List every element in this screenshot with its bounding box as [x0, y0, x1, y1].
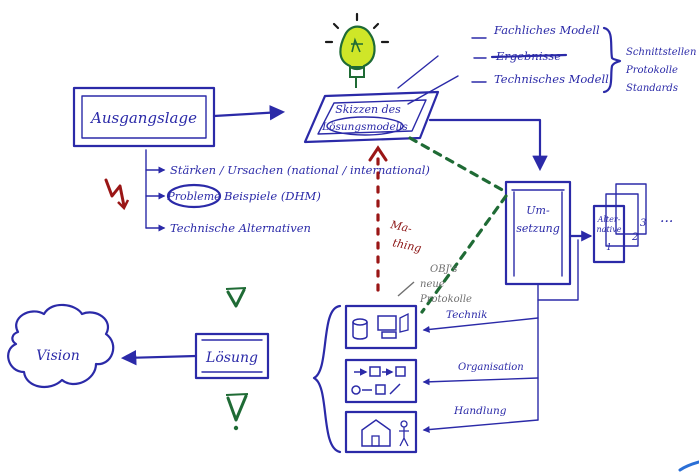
alternativen-stack: Alter- native 1 2 3 ... — [592, 183, 673, 264]
red-note-line2: thing — [391, 236, 422, 255]
bullet-3-label: Technische Alternativen — [170, 221, 311, 235]
technisches-modell-label: Technisches Modell — [494, 72, 609, 86]
gray-note: OBJ's neue Protokolle — [397, 264, 472, 305]
stack-number-3: 3 — [640, 218, 646, 229]
checkmark-icon — [225, 287, 247, 308]
skizzen-label-line2: Lösungsmodells — [321, 121, 408, 133]
gray-note-line1: OBJ's — [430, 264, 457, 275]
organisation-box — [344, 358, 418, 404]
handlung-box — [344, 410, 418, 454]
lightbulb-icon — [324, 12, 390, 88]
skizzen-label-line1: Skizzen des — [335, 103, 401, 116]
red-dashed-arrow: Ma- thing — [368, 145, 423, 292]
schnittstellen-label: Schnittstellen — [626, 47, 696, 58]
computer-and-database-icon — [352, 312, 409, 340]
fachliches-modell-label: Fachliches Modell — [493, 23, 600, 37]
alternativ-label-line1: Alter- — [597, 215, 621, 224]
model-list: Fachliches Modell Ergebnisse Technisches… — [397, 23, 696, 105]
technik-box — [344, 304, 418, 350]
feedback-arrows: Technik Organisation Handlung — [422, 239, 579, 433]
bullet-2b-label: Beispiele (DHM) — [223, 189, 321, 203]
vision-cloud: Vision — [7, 303, 115, 389]
icon-boxes-bracket — [312, 304, 342, 454]
umsetzung-box: Um- setzung — [504, 180, 572, 286]
stack-more: ... — [660, 210, 673, 226]
alternativ-label-line3: 1 — [606, 243, 612, 253]
stack-number-2: 2 — [631, 232, 638, 243]
umsetzung-label-line1: Um- — [526, 204, 550, 217]
ausgangslage-label: Ausgangslage — [89, 109, 197, 127]
bullet-1-label: Stärken / Ursachen (national / internati… — [170, 163, 430, 177]
corner-tick — [678, 460, 699, 472]
house-and-person-icon — [361, 419, 409, 447]
standards-label: Standards — [626, 83, 678, 94]
arrow-skizzen-to-umsetzung — [428, 118, 548, 172]
bullet-2a-label: Probleme — [166, 190, 221, 203]
skizzen-box: Skizzen des Lösungsmodells — [303, 90, 440, 144]
protokolle-label: Protokolle — [625, 65, 678, 76]
red-note-line1: Ma- — [388, 218, 413, 235]
red-lightning-mark-icon — [104, 178, 130, 211]
loesung-label: Lösung — [205, 350, 258, 366]
vision-label: Vision — [36, 348, 79, 364]
gray-note-line2: neue — [420, 279, 445, 290]
umsetzung-label-line2: setzung — [516, 222, 560, 235]
ausgangslage-bullets: Stärken / Ursachen (national / internati… — [145, 149, 430, 235]
checkmark-icon — [225, 393, 249, 431]
organisation-label: Organisation — [458, 362, 524, 373]
arrow-ausgangslage-to-skizzen — [212, 105, 286, 121]
handlung-label: Handlung — [453, 405, 507, 417]
arrow-loesung-to-vision — [120, 349, 198, 366]
process-flow-icon — [351, 366, 406, 395]
technik-label: Technik — [446, 309, 488, 321]
ausgangslage-box: Ausgangslage — [72, 86, 216, 148]
green-dashed-links — [408, 136, 508, 314]
loesung-box: Lösung — [194, 332, 270, 380]
alternativ-label-line2: native — [597, 225, 622, 234]
gray-note-line3: Protokolle — [419, 294, 472, 305]
